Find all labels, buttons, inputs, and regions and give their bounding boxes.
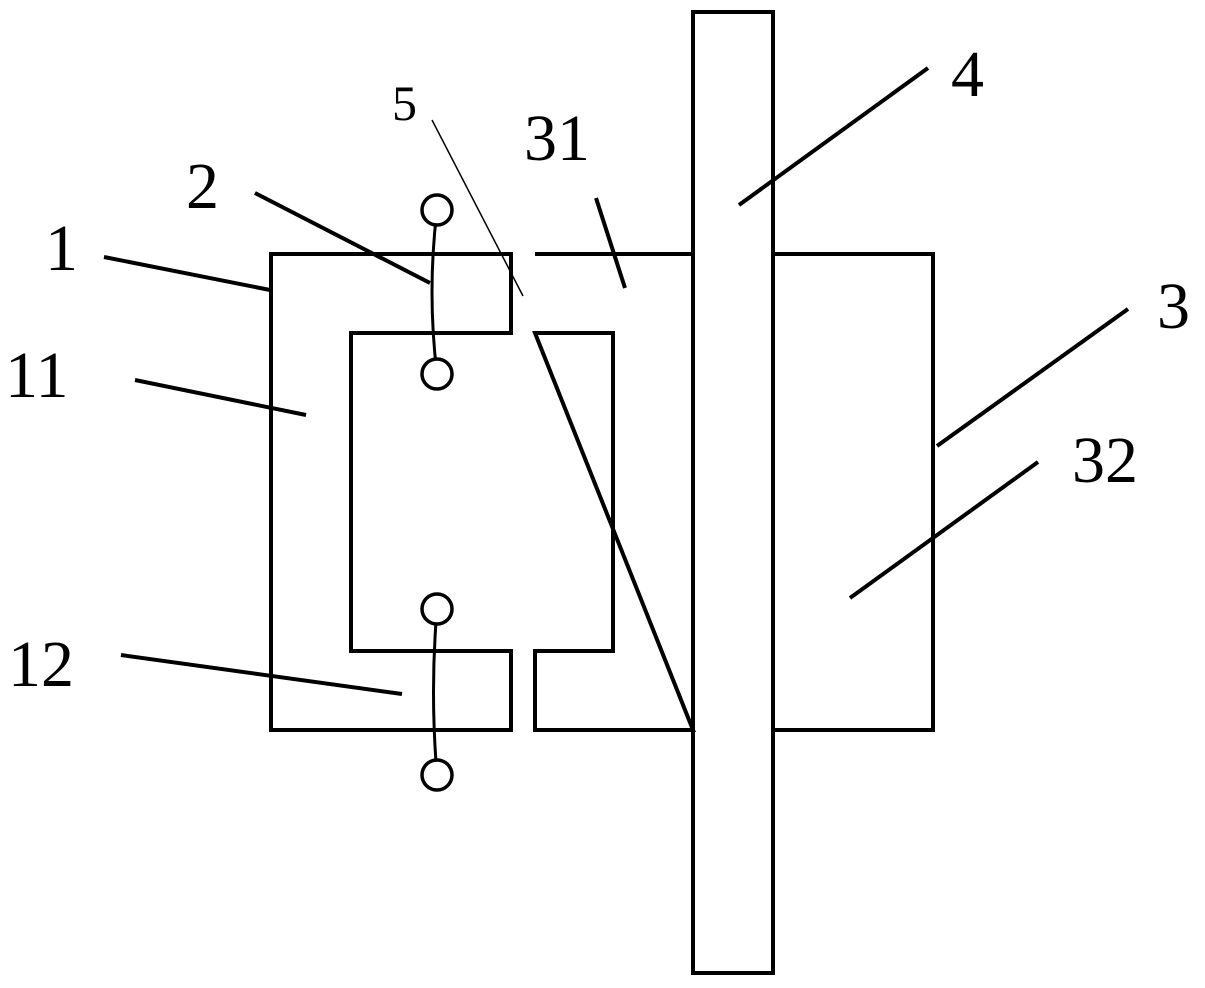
leader-line-1 bbox=[103, 255, 271, 292]
leader-line-12 bbox=[120, 653, 403, 696]
label-part-32: 32 bbox=[1072, 424, 1138, 497]
label-part-31: 31 bbox=[524, 102, 590, 175]
label-part-3: 3 bbox=[1157, 270, 1190, 343]
label-part-11: 11 bbox=[5, 339, 69, 412]
lower-terminal-top bbox=[420, 592, 454, 626]
label-part-1: 1 bbox=[45, 212, 78, 285]
c-core-right bbox=[532, 252, 935, 732]
vertical-bar bbox=[691, 10, 775, 975]
leader-line-11 bbox=[134, 378, 307, 417]
lower-coil-wire bbox=[432, 608, 439, 776]
upper-terminal-top bbox=[420, 193, 454, 227]
upper-coil-wire bbox=[430, 209, 439, 375]
leader-line-4 bbox=[737, 66, 930, 207]
upper-terminal-bottom bbox=[420, 357, 454, 391]
leader-line-3 bbox=[935, 307, 1130, 448]
label-part-2: 2 bbox=[186, 150, 219, 223]
lower-terminal-bottom bbox=[420, 758, 454, 792]
label-part-4: 4 bbox=[951, 38, 984, 111]
c-core-left bbox=[269, 252, 513, 732]
leader-line-32 bbox=[848, 460, 1040, 600]
label-part-12: 12 bbox=[8, 628, 74, 701]
leader-line-5 bbox=[431, 119, 524, 297]
leader-line-31 bbox=[594, 197, 627, 289]
leader-line-2 bbox=[254, 191, 431, 285]
label-part-5: 5 bbox=[392, 75, 417, 131]
